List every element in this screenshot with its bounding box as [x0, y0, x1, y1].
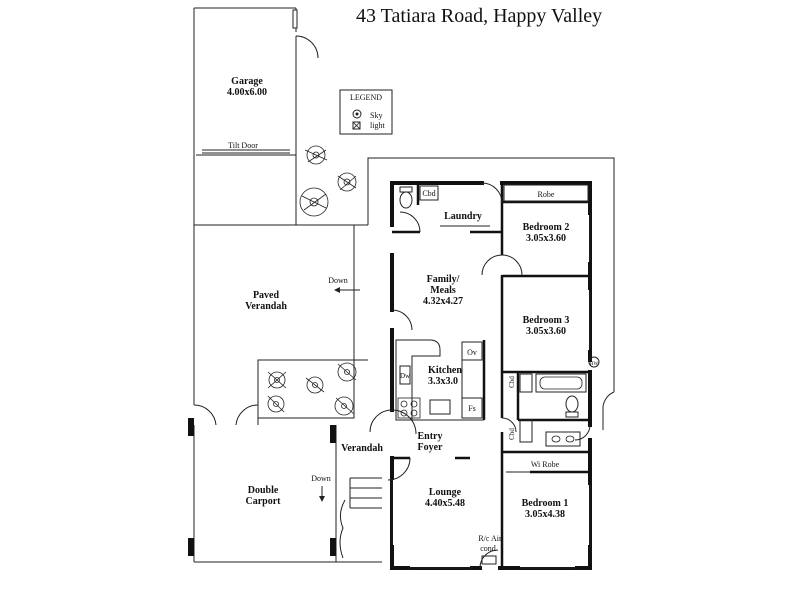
rc-air-line1: R/c Air [478, 534, 502, 543]
rc-air-line2: cond [480, 544, 496, 553]
entry-foyer-line1: Entry [418, 431, 443, 442]
bedroom3-label: Bedroom 3 [523, 315, 570, 326]
laundry-fixtures [399, 185, 490, 227]
bedroom2-label: Bedroom 2 [523, 222, 570, 233]
lounge-size: 4.40x5.48 [425, 498, 465, 509]
garden-plants-top [299, 145, 357, 217]
wi-robe-label: Wi Robe [531, 460, 560, 469]
verandah-steps [339, 477, 382, 559]
bathroom-fixtures [519, 356, 600, 447]
carport-post [188, 538, 194, 556]
air-cond-unit [481, 555, 497, 565]
bedroom1-size: 3.05x4.38 [525, 509, 565, 520]
boundary-fence [367, 157, 615, 430]
bath-cbd: Cbd [508, 376, 516, 388]
bedroom1-label: Bedroom 1 [522, 498, 569, 509]
carport-post [188, 418, 194, 436]
carport-post [330, 538, 336, 556]
family-meals-line2: Meals [430, 285, 456, 296]
down-label-upper: Down [328, 276, 348, 285]
robe-label: Robe [538, 190, 555, 199]
sink-icon [429, 399, 451, 415]
legend-sky-label: Sky [370, 111, 382, 120]
laundry-cbd: Cbd [422, 189, 435, 198]
family-meals-size: 4.32x4.27 [423, 296, 463, 307]
kitchen-size: 3.3x3.0 [428, 376, 458, 387]
door-swings [369, 182, 591, 569]
legend-heading: LEGEND [350, 93, 382, 102]
windows [393, 215, 589, 567]
oven-label: Ov [467, 348, 477, 357]
robe-outline [503, 184, 589, 202]
fridge-space-label: Fs [468, 404, 476, 413]
down-arrow-icon [334, 287, 360, 293]
double-carport-line2: Carport [246, 496, 282, 507]
carport-post [330, 425, 336, 443]
garage-size: 4.00x6.00 [227, 87, 267, 98]
lounge-label: Lounge [429, 487, 462, 498]
garage [193, 7, 319, 225]
tilt-door-label: Tilt Door [228, 141, 258, 150]
down-arrow-icon [319, 486, 325, 502]
paved-verandah-line1: Paved [253, 290, 280, 301]
window-lines [391, 215, 591, 569]
entry-foyer-line2: Foyer [418, 442, 444, 453]
double-carport-line1: Double [248, 485, 279, 496]
laundry-label: Laundry [444, 211, 482, 222]
hall-cbd: Cbd [508, 428, 516, 440]
garden-plants-verandah [267, 362, 357, 416]
verandah-label: Verandah [341, 443, 383, 454]
family-meals-line1: Family/ [427, 274, 460, 285]
dishwasher-label: Dw [400, 372, 411, 380]
legend-light-label: light [370, 121, 385, 130]
plan-title: 43 Tatiara Road, Happy Valley [356, 5, 602, 27]
cooktop-icon [397, 397, 421, 419]
kitchen-bench [395, 339, 484, 421]
hws-label: HW [590, 362, 599, 367]
down-label-lower: Down [311, 474, 331, 483]
paved-verandah-line2: Verandah [245, 301, 287, 312]
skylight-icon [352, 121, 361, 130]
verandah-area [193, 224, 382, 563]
bedroom2-size: 3.05x3.60 [526, 233, 566, 244]
kitchen-label: Kitchen [428, 365, 462, 376]
plant-icon [352, 109, 362, 119]
legend-box: LEGEND Sky light [339, 89, 393, 135]
bedroom3-size: 3.05x3.60 [526, 326, 566, 337]
garage-label: Garage [231, 76, 263, 87]
